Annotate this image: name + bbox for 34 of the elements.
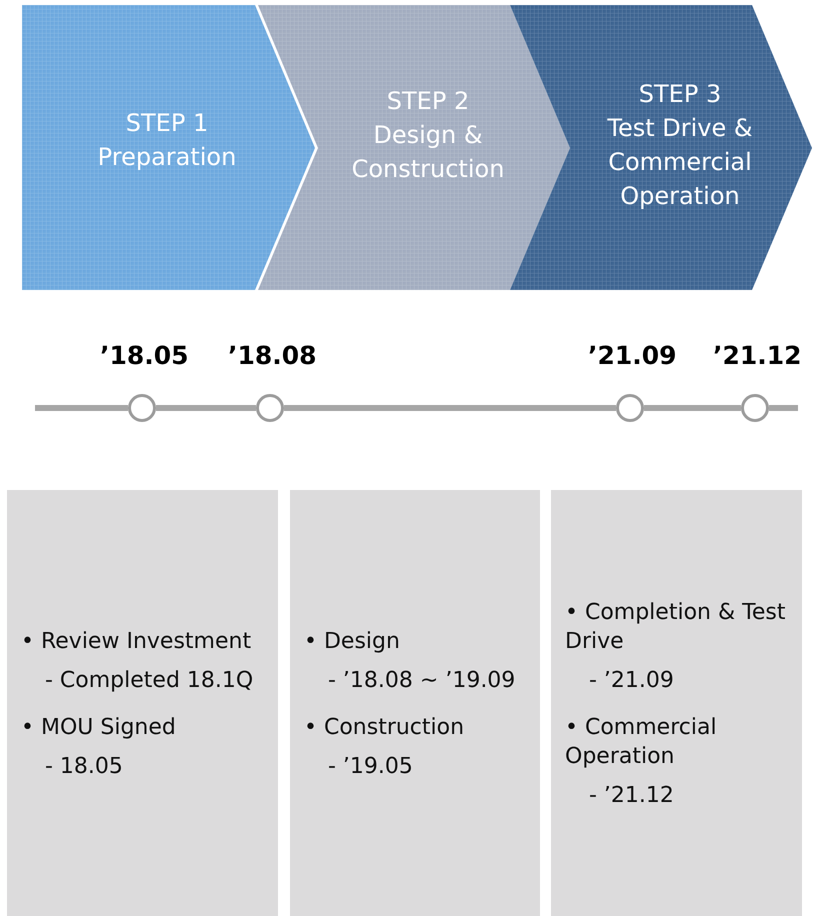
step-number: STEP 3 xyxy=(638,79,722,110)
bullet-item: • Commercial Operation xyxy=(565,714,718,771)
info-panel xyxy=(290,490,540,916)
sub-item: - 18.05 xyxy=(45,753,124,781)
date-label: ’18.08 xyxy=(228,341,317,370)
timeline-line xyxy=(644,405,741,411)
timeline-line xyxy=(769,405,798,411)
step-number: STEP 1 xyxy=(124,108,210,139)
timeline-marker xyxy=(256,394,284,422)
step-number: STEP 2 xyxy=(386,86,470,117)
sub-item: - ’19.05 xyxy=(328,753,414,781)
timeline-line xyxy=(284,405,616,411)
step-title: Design & Construction xyxy=(350,120,506,185)
timeline-line xyxy=(35,405,128,411)
bullet-item: • Completion & Test Drive xyxy=(565,599,786,656)
date-label: ’21.09 xyxy=(588,341,677,370)
sub-item: - ’21.09 xyxy=(589,667,675,695)
date-label: ’21.12 xyxy=(713,341,802,370)
sub-item: - Completed 18.1Q xyxy=(45,667,254,695)
info-panel xyxy=(7,490,278,916)
bullet-item: • Review Investment xyxy=(21,628,252,656)
bullet-item: • Construction xyxy=(304,714,466,742)
bullet-item: • MOU Signed xyxy=(21,714,177,742)
date-label: ’18.05 xyxy=(100,341,189,370)
timeline-marker xyxy=(128,394,156,422)
step-title: Test Drive & Commercial Operation xyxy=(606,113,754,212)
timeline-marker xyxy=(616,394,644,422)
bullet-item: • Design xyxy=(304,628,401,656)
sub-item: - ’18.08 ~ ’19.09 xyxy=(328,667,516,695)
sub-item: - ’21.12 xyxy=(589,782,675,810)
timeline-line xyxy=(156,405,256,411)
timeline-marker xyxy=(741,394,769,422)
info-panel xyxy=(551,490,802,916)
step-title: Preparation xyxy=(96,142,238,173)
